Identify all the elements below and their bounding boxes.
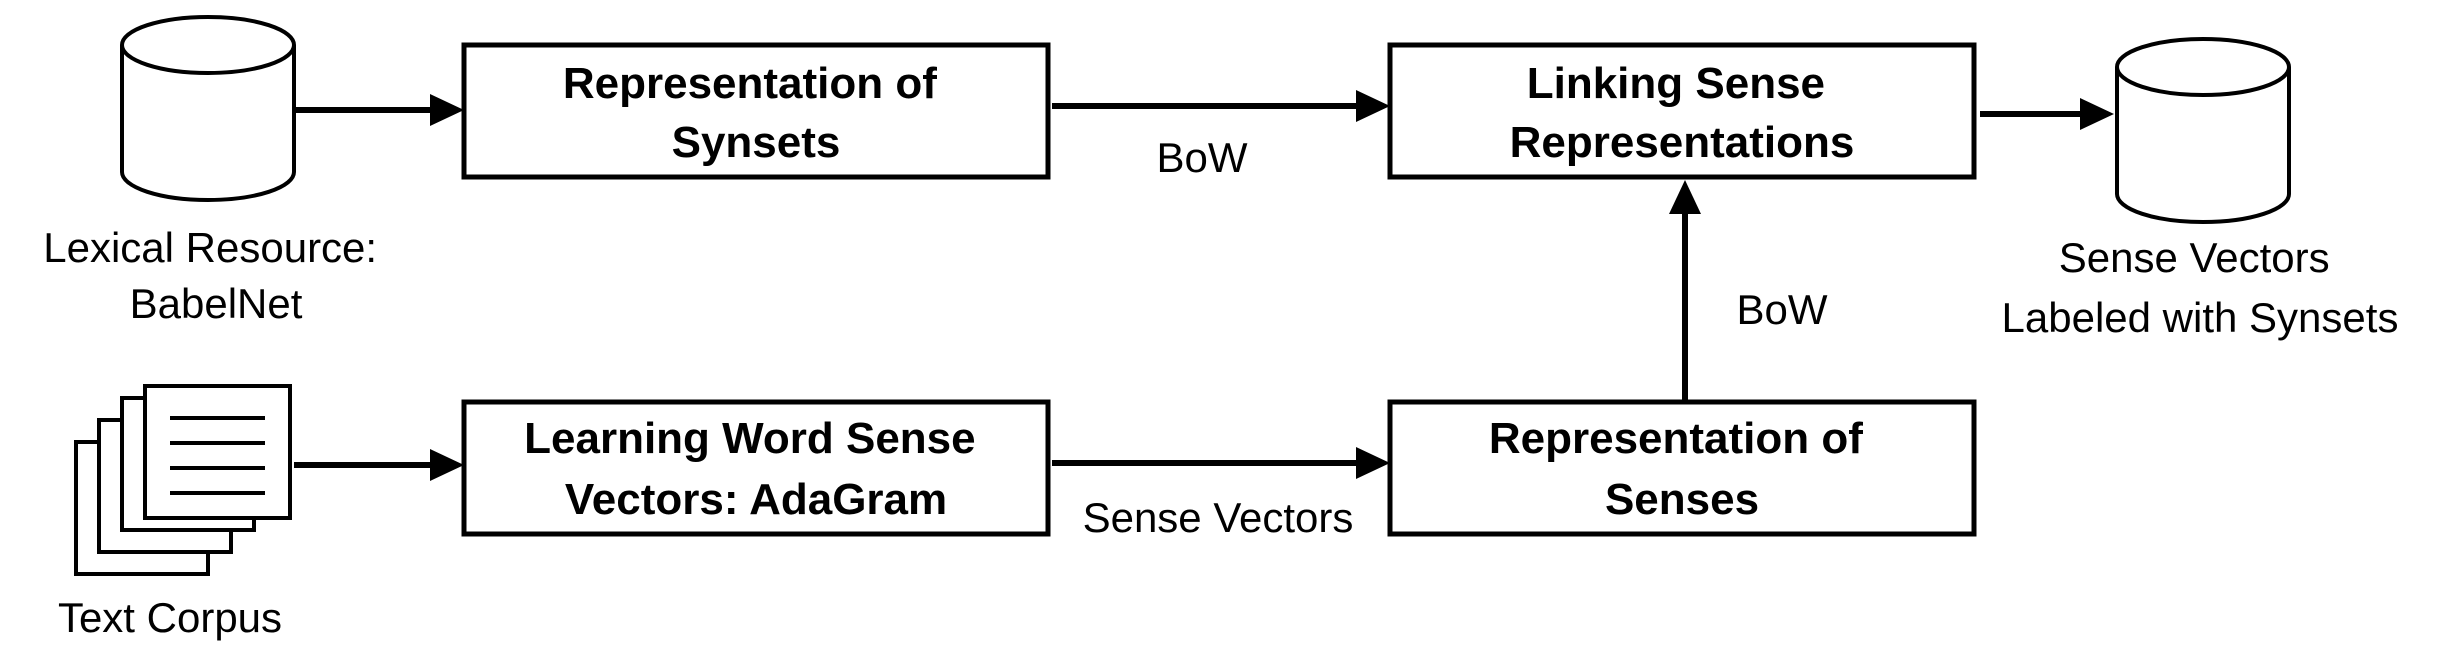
lexical-resource-label: Lexical Resource: BabelNet (43, 224, 389, 327)
arrow-synsets-to-linking (1052, 90, 1390, 122)
representation-of-senses-line2: Senses (1605, 475, 1759, 524)
arrow-corpus-to-learning (294, 449, 464, 481)
lexical-resource-label-line2: BabelNet (130, 280, 303, 327)
sense-vectors-database-icon (2115, 37, 2291, 224)
sense-vectors-output-label: Sense Vectors Labeled with Synsets (2002, 234, 2399, 341)
representation-of-synsets-line1: Representation of (563, 59, 937, 108)
edge-label-sense-vectors: Sense Vectors (1083, 494, 1354, 541)
representation-of-senses-box: Representation of Senses (1387, 399, 1977, 537)
representation-of-synsets-line2: Synsets (672, 118, 841, 167)
learning-word-sense-vectors-line1: Learning Word Sense (524, 414, 976, 463)
arrow-lexical-to-synsets (296, 94, 464, 126)
linking-sense-representations-line1: Linking Sense (1527, 59, 1825, 108)
text-corpus-documents-icon (74, 384, 292, 576)
sense-vectors-output-label-line2: Labeled with Synsets (2002, 294, 2399, 341)
representation-of-synsets-box: Representation of Synsets (461, 42, 1051, 180)
arrow-linking-to-output (1980, 98, 2114, 130)
svg-text:Linking Sense Representa: Linking Sense Representations (1510, 59, 1855, 167)
learning-word-sense-vectors-line2: Vectors: AdaGram (565, 475, 947, 524)
representation-of-senses-line1: Representation of (1489, 414, 1863, 463)
text-corpus-label: Text Corpus (58, 594, 282, 641)
text-corpus-label-line1: Text Corpus (58, 594, 282, 641)
svg-text:Learning Word Sense Vect: Learning Word Sense Vectors: AdaGram (524, 414, 988, 524)
lexical-resource-label-line1: Lexical Resource: (43, 224, 377, 271)
svg-text:Representation of Senses: Representation of Senses (1489, 414, 1875, 524)
edge-label-synsets-bow: BoW (1156, 134, 1247, 181)
linking-sense-representations-box: Linking Sense Representations (1387, 42, 1977, 180)
lexical-resource-database-icon (120, 15, 296, 202)
linking-sense-representations-line2: Representations (1510, 118, 1855, 167)
learning-word-sense-vectors-box: Learning Word Sense Vectors: AdaGram (461, 399, 1051, 537)
svg-text:Representation of Synset: Representation of Synsets (563, 59, 949, 167)
sense-vectors-output-label-line1: Sense Vectors (2059, 234, 2330, 281)
arrow-learning-to-senses (1052, 447, 1390, 479)
arrow-senses-to-linking (1669, 180, 1701, 400)
edge-label-senses-bow: BoW (1736, 286, 1827, 333)
